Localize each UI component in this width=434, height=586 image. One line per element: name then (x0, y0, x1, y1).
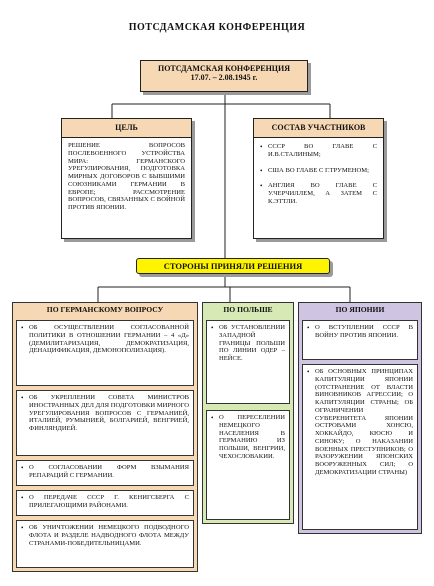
bullet: • (260, 182, 263, 191)
germany-item-text: ОБ УКРЕПЛЕНИИ СОВЕТА МИНИСТРОВ ИНОСТРАНН… (29, 394, 189, 433)
germany-item: • ОБ УКРЕПЛЕНИИ СОВЕТА МИНИСТРОВ ИНОСТРАН… (16, 390, 194, 456)
participant-text: США ВО ГЛАВЕ С Г.ТРУМЕНОМ; (268, 166, 369, 174)
participants-box: • СССР ВО ГЛАВЕ С И.В.СТАЛИНЫМ; • США ВО… (253, 137, 384, 239)
bullet: • (211, 324, 214, 332)
poland-item: • ОБ УСТАНОВЛЕНИИ ЗАПАДНОЙ ГРАНИЦЫ ПОЛЬШИ… (206, 320, 290, 404)
bullet: • (21, 494, 24, 502)
poland-item: • О ПЕРЕСЕЛЕНИИ НЕМЕЦКОГО НАСЕЛЕНИЯ В ГЕР… (206, 410, 290, 520)
germany-item: • О СОГЛАСОВАНИИ ФОРМ ВЗЫМАНИЯ РЕПАРАЦИЙ … (16, 460, 194, 486)
germany-item: • ОБ ОСУЩЕСТВЛЕНИИ СОГЛАСОВАННОЙ ПОЛИТИКИ… (16, 320, 194, 386)
conference-dates: 17.07. – 2.08.1945 г. (190, 73, 258, 83)
bullet: • (21, 524, 24, 532)
goal-box: РЕШЕНИЕ ВОПРОСОВ ПОСЛЕВОЕННОГО УСТРОЙСТВ… (61, 137, 192, 239)
decisions-label: СТОРОНЫ ПРИНЯЛИ РЕШЕНИЯ (163, 261, 303, 271)
page-title: ПОТСДАМСКАЯ КОНФЕРЕНЦИЯ (128, 22, 306, 33)
germany-item: • ОБ УНИЧТОЖЕНИИ НЕМЕЦКОГО ПОДВОДНОГО ФЛО… (16, 520, 194, 568)
participant-item: • США ВО ГЛАВЕ С Г.ТРУМЕНОМ; (260, 167, 377, 175)
bullet: • (21, 464, 24, 472)
bullet: • (260, 143, 263, 151)
participant-text: СССР ВО ГЛАВЕ С И.В.СТАЛИНЫМ; (268, 143, 377, 158)
japan-header: ПО ЯПОНИИ (335, 305, 385, 314)
japan-item: • ОБ ОСНОВНЫХ ПРИНЦИПАХ КАПИТУЛЯЦИИ ЯПОНИ… (302, 364, 418, 530)
decisions-bar: СТОРОНЫ ПРИНЯЛИ РЕШЕНИЯ (136, 258, 330, 274)
goal-header: ЦЕЛЬ (115, 123, 138, 132)
japan-item-text: О ВСТУПЛЕНИИ СССР В ВОЙНУ ПРОТИВ ЯПОНИИ. (315, 324, 413, 339)
japan-item: • О ВСТУПЛЕНИИ СССР В ВОЙНУ ПРОТИВ ЯПОНИИ… (302, 320, 418, 360)
participants-header: СОСТАВ УЧАСТНИКОВ (271, 123, 366, 132)
bullet: • (260, 166, 263, 175)
bullet: • (211, 414, 214, 422)
conference-name: ПОТСДАМСКАЯ КОНФЕРЕНЦИЯ (157, 64, 291, 73)
germany-item-text: О СОГЛАСОВАНИИ ФОРМ ВЗЫМАНИЯ РЕПАРАЦИЙ С… (29, 464, 189, 479)
poland-header: ПО ПОЛЬШЕ (223, 305, 273, 314)
poland-item-text: О ПЕРЕСЕЛЕНИИ НЕМЕЦКОГО НАСЕЛЕНИЯ В ГЕРМ… (219, 414, 285, 460)
germany-item-text: ОБ УНИЧТОЖЕНИИ НЕМЕЦКОГО ПОДВОДНОГО ФЛОТ… (29, 524, 189, 547)
germany-item-text: ОБ ОСУЩЕСТВЛЕНИИ СОГЛАСОВАННОЙ ПОЛИТИКИ … (29, 324, 189, 355)
goal-header-box: ЦЕЛЬ (61, 118, 192, 138)
participant-text: АНГЛИЯ ВО ГЛАВЕ С У.ЧЕРЧИЛЛЕМ, А ЗАТЕМ С… (268, 182, 377, 205)
germany-item-text: О ПЕРЕДАЧЕ СССР г. КЕНИГСБЕРГА С ПРИЛЕГА… (29, 494, 189, 509)
participant-item: • АНГЛИЯ ВО ГЛАВЕ С У.ЧЕРЧИЛЛЕМ, А ЗАТЕМ… (260, 182, 377, 205)
bullet: • (21, 324, 24, 332)
goal-text: РЕШЕНИЕ ВОПРОСОВ ПОСЛЕВОЕННОГО УСТРОЙСТВ… (68, 142, 185, 212)
poland-item-text: ОБ УСТАНОВЛЕНИИ ЗАПАДНОЙ ГРАНИЦЫ ПОЛЬШИ … (219, 324, 285, 363)
germany-item: • О ПЕРЕДАЧЕ СССР г. КЕНИГСБЕРГА С ПРИЛЕГ… (16, 490, 194, 516)
participants-header-box: СОСТАВ УЧАСТНИКОВ (253, 118, 384, 138)
germany-header: ПО ГЕРМАНСКОМУ ВОПРОСУ (46, 305, 164, 314)
bullet: • (307, 324, 310, 332)
bullet: • (307, 368, 310, 376)
japan-item-text: ОБ ОСНОВНЫХ ПРИНЦИПАХ КАПИТУЛЯЦИИ ЯПОНИИ… (315, 368, 413, 476)
conference-box: ПОТСДАМСКАЯ КОНФЕРЕНЦИЯ 17.07. – 2.08.19… (140, 60, 308, 92)
bullet: • (21, 394, 24, 402)
participant-item: • СССР ВО ГЛАВЕ С И.В.СТАЛИНЫМ; (260, 143, 377, 159)
